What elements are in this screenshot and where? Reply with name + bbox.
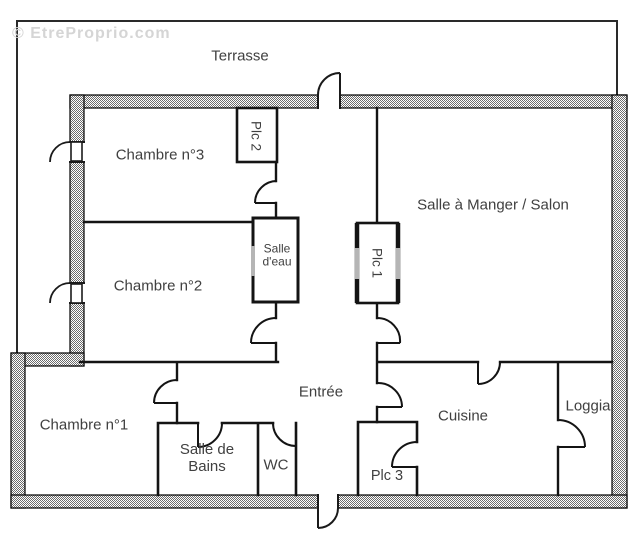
closet-plc3-box: [356, 420, 419, 497]
closet-salle-deau-box: [251, 216, 300, 304]
room-label-placard-1: Plc 1: [369, 247, 385, 279]
room-label-wc: WC: [263, 456, 289, 474]
loggia-door: [557, 419, 586, 448]
room-label-chambre-3: Chambre n°3: [115, 146, 205, 164]
room-label-salle-d-eau: Salle d'eau: [262, 241, 292, 269]
closet-plc1-box: [354, 221, 401, 305]
room-label-placard-2: Plc 2: [248, 120, 264, 152]
salon-door: [376, 316, 402, 344]
chambre1-door: [153, 379, 178, 404]
window-chambre3: [49, 141, 85, 163]
room-label-placard-3: Plc 3: [370, 467, 404, 484]
entrance-door-opening: [317, 494, 339, 529]
closet-plc2-box: [235, 106, 279, 164]
room-label-salle-a-manger-salon: Salle à Manger / Salon: [417, 196, 569, 214]
cuisine-entry-door: [377, 382, 403, 408]
plc3-door: [391, 441, 418, 468]
exterior-walls: [10, 94, 628, 509]
bathroom-door: [197, 422, 223, 448]
room-label-loggia: Loggia: [565, 397, 611, 415]
room-label-terrasse: Terrasse: [211, 47, 269, 65]
salon-cuisine-door: [477, 361, 501, 385]
wc-door: [272, 422, 297, 447]
interior-walls: [78, 106, 614, 497]
chambre3-door: [254, 180, 278, 204]
watermark: © EtreProprio.com: [12, 25, 171, 42]
bathroom-wc-boxes: [156, 421, 298, 497]
terrace-door-opening: [317, 72, 341, 110]
room-label-cuisine: Cuisine: [437, 407, 489, 425]
room-label-chambre-1: Chambre n°1: [39, 416, 129, 434]
room-label-salle-de-bains: Salle de Bains: [179, 441, 235, 475]
room-label-entree: Entrée: [298, 383, 344, 401]
window-chambre2: [49, 282, 85, 304]
terrace-boundary: [16, 20, 618, 353]
room-label-chambre-2: Chambre n°2: [113, 277, 203, 295]
chambre2-hall-door: [250, 317, 277, 344]
door-swings: [153, 180, 586, 468]
